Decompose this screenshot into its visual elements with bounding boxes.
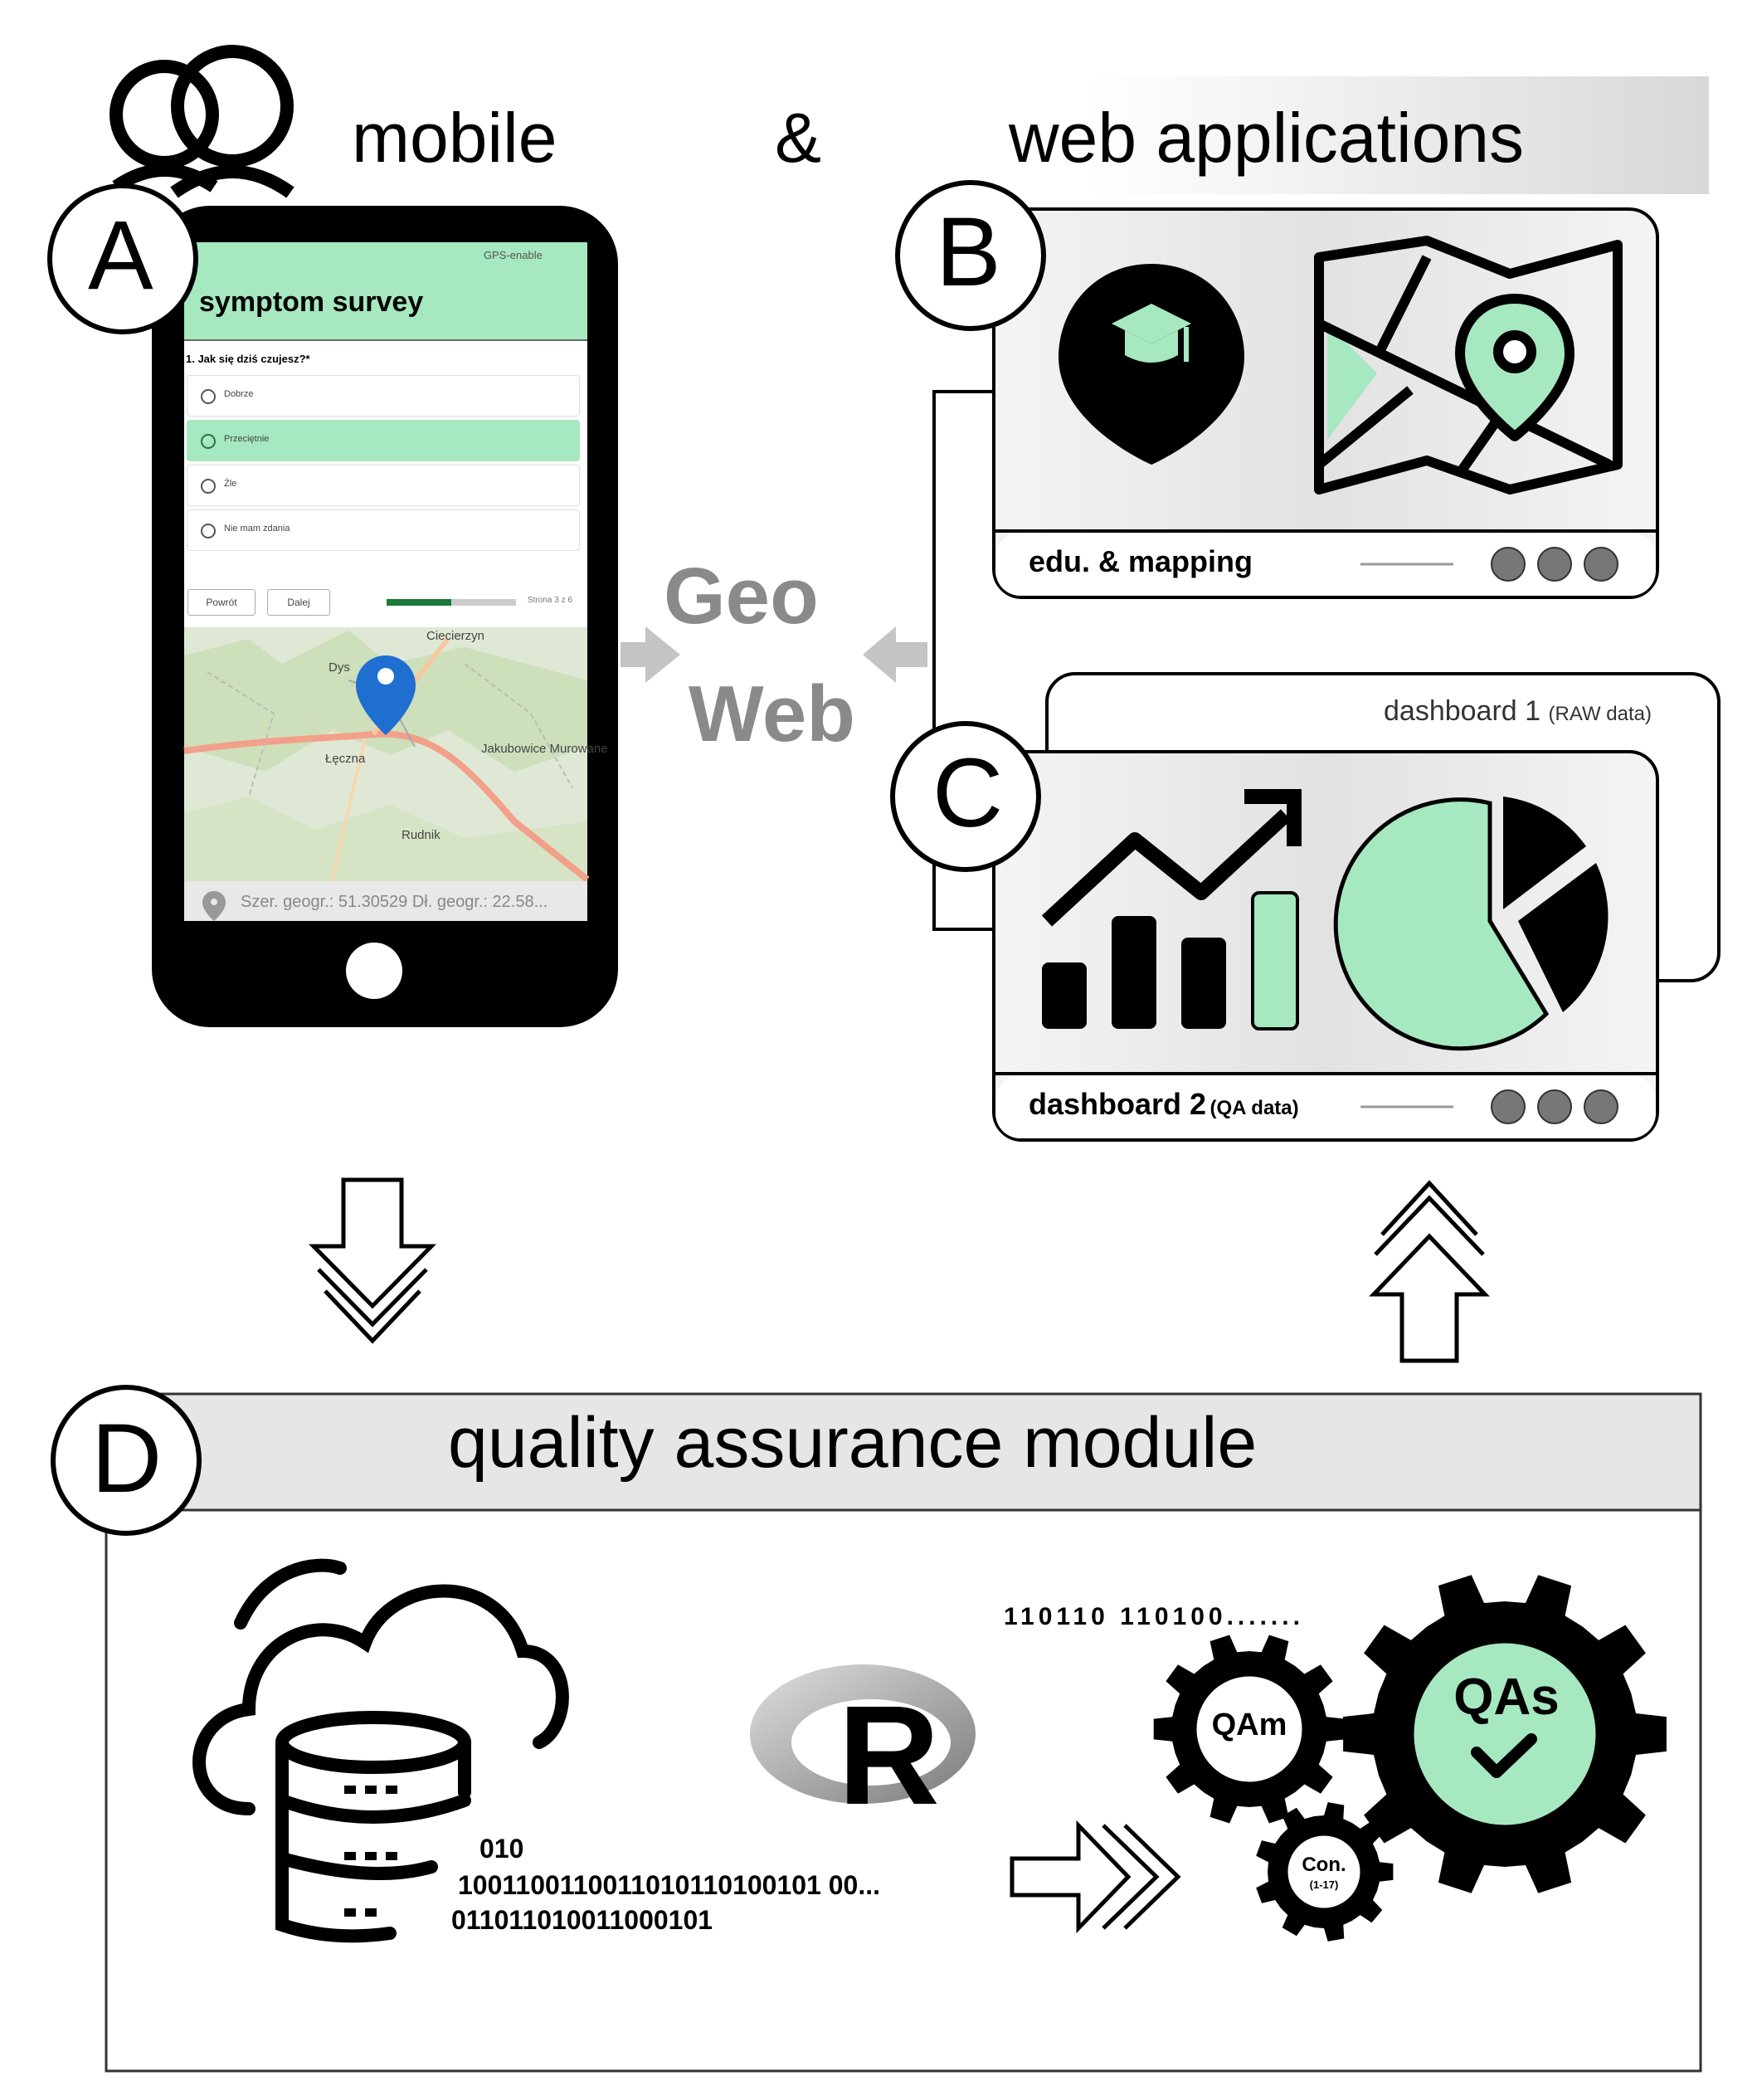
letter-a: A: [88, 201, 153, 310]
map-label: Ciecierzyn: [426, 629, 485, 643]
binary-line-3: 011011010011000101: [451, 1905, 713, 1935]
gear-medium-label: QAm: [1211, 1708, 1287, 1742]
header-mobile: mobile: [352, 99, 557, 177]
survey-option-1[interactable]: Dobrze: [187, 375, 580, 417]
radio-icon: [201, 479, 216, 494]
option-label: Nie mam zdania: [224, 524, 290, 534]
check-icon: [1471, 1733, 1537, 1778]
map-label: Łęczna: [325, 752, 366, 766]
option-label: Przeciętnie: [224, 434, 270, 444]
letter-b: B: [936, 197, 1001, 307]
phone-brand: GPS-enable: [484, 249, 543, 261]
badge-b: [895, 180, 1046, 331]
dashboard-2-subtitle: (QA data): [1209, 1097, 1299, 1119]
dashboard-2-title: dashboard 2: [1029, 1087, 1207, 1121]
radio-icon: [201, 434, 216, 449]
header-ampersand: &: [775, 99, 822, 177]
binary-line-2: 1001100110011010110100101 00...: [458, 1870, 881, 1900]
dashboard-2-label: dashboard 2 (QA data): [1029, 1087, 1299, 1122]
graduation-pin-icon: [1059, 264, 1244, 465]
dashboard-1-label: dashboard 1 (RAW data): [1384, 695, 1652, 728]
database-dots-icon: [344, 1786, 397, 1917]
pie-chart-icon: [1333, 797, 1609, 1051]
letter-d: D: [91, 1404, 163, 1513]
gear-large-label: QAs: [1453, 1669, 1560, 1726]
map-label: Jakubowice Murowane: [481, 742, 608, 756]
survey-question: 1. Jak się dziś czujesz?*: [186, 353, 310, 365]
survey-title: symptom survey: [199, 286, 424, 318]
gear-small-icon: [1256, 1802, 1394, 1942]
badge-c: [890, 721, 1041, 872]
header-web-applications: web applications: [1009, 99, 1525, 177]
r-logo-letter: R: [838, 1677, 940, 1834]
survey-option-4[interactable]: Nie mam zdania: [187, 509, 580, 551]
gear-small-label: Con.: [1302, 1854, 1346, 1876]
option-label: Dobrze: [224, 389, 254, 399]
arrow-left-icon: [863, 626, 927, 683]
letter-c: C: [932, 738, 1004, 848]
location-pin-icon: [202, 891, 226, 921]
map-label: Rudnik: [402, 828, 440, 842]
progress-fill: [387, 599, 451, 606]
trend-chart-icon: [1041, 789, 1302, 1031]
badge-d: [51, 1385, 202, 1536]
geoweb-line-2: Web: [689, 670, 855, 758]
back-button[interactable]: Powrót: [187, 589, 256, 616]
gps-coordinates: Szer. geogr.: 51.30529 Dł. geogr.: 22.58…: [241, 893, 548, 911]
qa-module-title: quality assurance module: [448, 1403, 1258, 1483]
users-icon: [110, 45, 294, 198]
binary-top: 110110 110100.......: [1004, 1603, 1304, 1630]
binary-line-1: 010: [479, 1834, 524, 1864]
arrow-down-icon: [309, 1177, 436, 1344]
gear-large-icon: [1343, 1575, 1667, 1893]
phone-header-bar: [184, 242, 587, 340]
gear-small-sublabel: (1-17): [1309, 1878, 1339, 1891]
gps-bar: [184, 881, 587, 921]
gear-medium-icon: [1153, 1635, 1346, 1824]
option-label: Źle: [224, 479, 237, 489]
radio-icon: [201, 389, 216, 404]
progress-label: Strona 3 z 6: [528, 596, 572, 605]
map-pin-icon: [1314, 236, 1623, 495]
connector-line: [932, 390, 994, 931]
arrow-right-large-icon: [1010, 1820, 1181, 1934]
r-logo-icon: [750, 1664, 976, 1804]
gear-medium-hub: [1192, 1672, 1307, 1786]
arrow-up-icon: [1369, 1180, 1490, 1363]
map-label: Dys: [329, 660, 350, 675]
qa-module-header: [105, 1392, 1702, 1512]
next-button[interactable]: Dalej: [267, 589, 330, 616]
arrow-right-icon: [621, 626, 680, 683]
survey-option-2[interactable]: Przeciętnie: [187, 420, 580, 461]
dashboard-1-title: dashboard 1: [1384, 695, 1541, 727]
dashboard-1-subtitle: (RAW data): [1548, 703, 1652, 725]
cloud-database-icon: [192, 1558, 569, 1943]
header-band: [332, 76, 1709, 194]
gear-small-hub: [1283, 1831, 1365, 1912]
panel-b-label: edu. & mapping: [1029, 544, 1253, 578]
map-marker-icon: [356, 655, 416, 735]
geoweb-line-1: Geo: [664, 552, 819, 641]
badge-a: [47, 183, 198, 334]
radio-icon: [201, 524, 216, 538]
survey-option-3[interactable]: Źle: [187, 465, 580, 506]
gear-large-hub: [1409, 1639, 1600, 1830]
